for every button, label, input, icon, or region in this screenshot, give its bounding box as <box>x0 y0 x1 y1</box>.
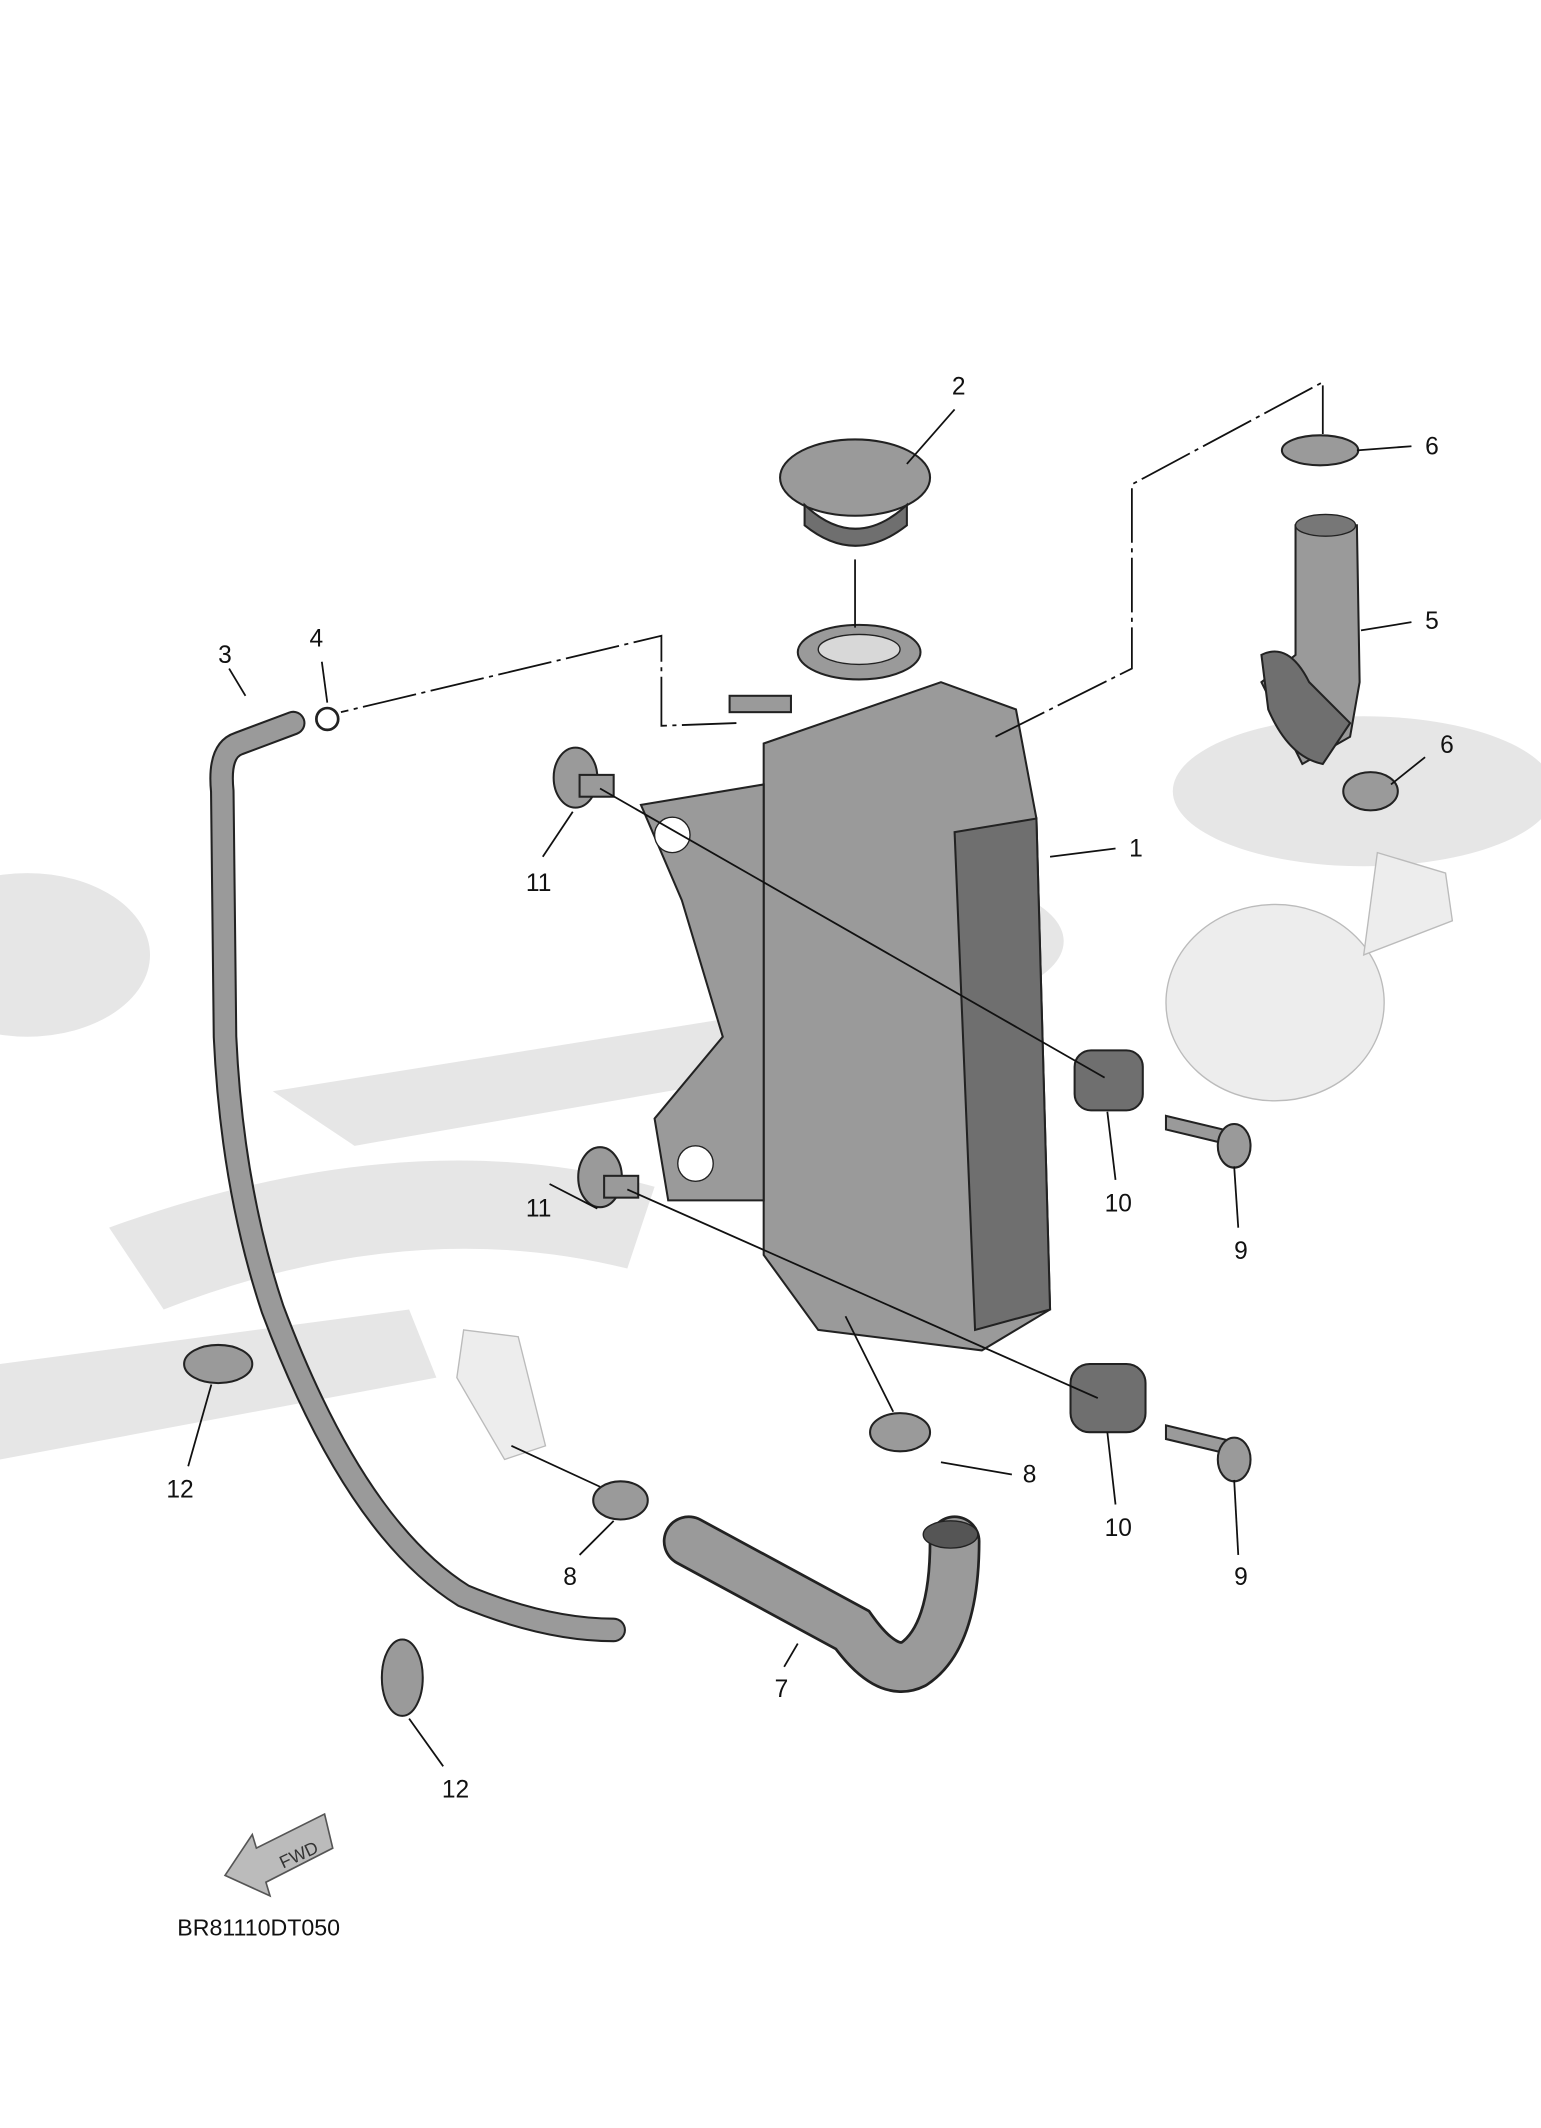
label-part-6: 6 <box>1425 433 1439 460</box>
label-part-1: 1 <box>1129 836 1143 863</box>
label-part-11: 11 <box>526 870 551 897</box>
label-part-7: 7 <box>775 1676 789 1703</box>
bolt-9b <box>1164 1424 1252 1483</box>
forward-arrow-icon: FWD <box>223 1812 334 1898</box>
label-part-2: 2 <box>952 373 966 400</box>
label-part-3: 3 <box>218 642 232 669</box>
label-part-10: 10 <box>1105 1190 1132 1217</box>
grommet-10b <box>1069 1362 1147 1434</box>
cylinder-head-reference <box>456 851 1454 1461</box>
grommet-10a <box>1073 1049 1144 1112</box>
collar-11a <box>552 746 615 809</box>
diagram-code: BR81110DT050 <box>177 1914 340 1940</box>
label-part-12: 12 <box>442 1777 469 1804</box>
label-part-8: 8 <box>1023 1462 1037 1489</box>
bolt-9a <box>1164 1114 1252 1169</box>
radiator <box>639 623 1052 1352</box>
leader-lines <box>187 380 1426 1767</box>
label-part-6: 6 <box>1440 732 1454 759</box>
label-part-5: 5 <box>1425 608 1439 635</box>
label-part-4: 4 <box>310 626 324 653</box>
clamp-6a <box>1280 434 1360 467</box>
clamp-12a <box>183 1343 254 1385</box>
hose-5 <box>1260 513 1361 766</box>
label-part-8: 8 <box>563 1564 577 1591</box>
clamp-8b <box>869 1412 932 1453</box>
label-part-9: 9 <box>1234 1238 1248 1265</box>
label-part-12: 12 <box>166 1477 193 1504</box>
clamp-12b <box>380 1638 424 1717</box>
hose-7 <box>662 1515 981 1693</box>
label-part-10: 10 <box>1105 1515 1132 1542</box>
collar-11b <box>577 1146 640 1209</box>
clamp-6b <box>1342 771 1399 812</box>
clip-4 <box>315 706 340 732</box>
clamp-8a <box>592 1480 649 1521</box>
radiator-cap <box>779 438 932 547</box>
label-part-11: 11 <box>526 1196 551 1223</box>
label-part-9: 9 <box>1234 1564 1248 1591</box>
